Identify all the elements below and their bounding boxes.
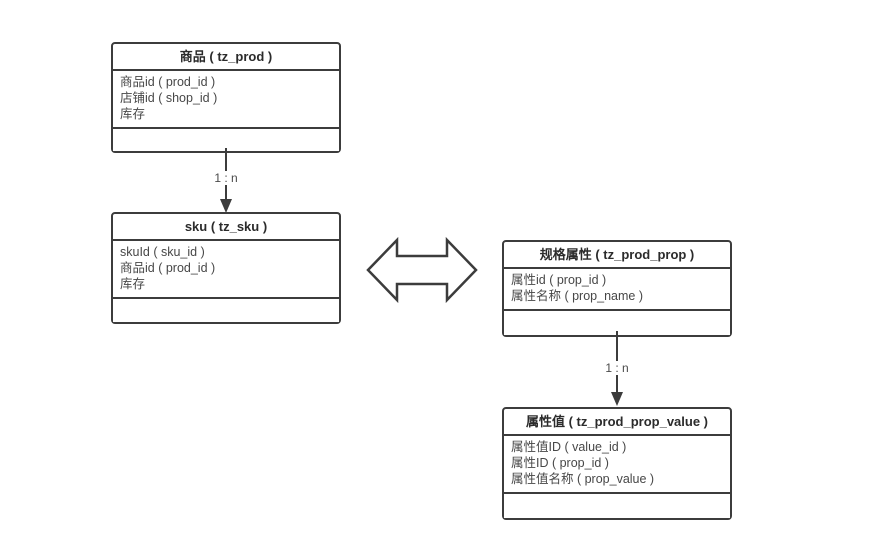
entity-sku-empty-section xyxy=(113,299,339,322)
entity-field: 属性id ( prop_id ) xyxy=(511,273,607,287)
entity-field: 店铺id ( shop_id ) xyxy=(120,91,218,105)
double-arrow-icon xyxy=(366,237,478,303)
entity-prop-value-fields: 属性值ID ( value_id ) 属性ID ( prop_id ) 属性值名… xyxy=(504,436,730,494)
arrowhead-down-icon xyxy=(611,392,623,406)
entity-field: 属性ID ( prop_id ) xyxy=(511,456,609,470)
entity-prop-value-empty-section xyxy=(504,494,730,518)
entity-prop-fields: 属性id ( prop_id ) 属性名称 ( prop_name ) xyxy=(504,269,730,311)
entity-field: skuId ( sku_id ) xyxy=(120,245,205,259)
entity-prop-value: 属性值 ( tz_prod_prop_value ) 属性值ID ( value… xyxy=(502,407,732,520)
entity-sku-title: sku ( tz_sku ) xyxy=(113,214,339,241)
entity-prop-title: 规格属性 ( tz_prod_prop ) xyxy=(504,242,730,269)
entity-prop-value-title: 属性值 ( tz_prod_prop_value ) xyxy=(504,409,730,436)
relation-label-prop-value: 1 : n xyxy=(602,361,632,375)
entity-prod: 商品 ( tz_prod ) 商品id ( prod_id ) 店铺id ( s… xyxy=(111,42,341,153)
entity-prop: 规格属性 ( tz_prod_prop ) 属性id ( prop_id ) 属… xyxy=(502,240,732,337)
arrowhead-down-icon xyxy=(220,199,232,213)
entity-sku: sku ( tz_sku ) skuId ( sku_id ) 商品id ( p… xyxy=(111,212,341,324)
entity-field: 属性值名称 ( prop_value ) xyxy=(511,472,655,486)
entity-field: 属性名称 ( prop_name ) xyxy=(511,289,643,303)
relation-label-prod-sku: 1 : n xyxy=(211,171,241,185)
entity-prod-empty-section xyxy=(113,129,339,151)
entity-prod-title: 商品 ( tz_prod ) xyxy=(113,44,339,71)
entity-prod-fields: 商品id ( prod_id ) 店铺id ( shop_id ) 库存 xyxy=(113,71,339,129)
entity-field: 商品id ( prod_id ) xyxy=(120,261,216,275)
entity-field: 属性值ID ( value_id ) xyxy=(511,440,627,454)
entity-field: 库存 xyxy=(120,107,146,121)
entity-field: 库存 xyxy=(120,277,146,291)
entity-sku-fields: skuId ( sku_id ) 商品id ( prod_id ) 库存 xyxy=(113,241,339,299)
entity-field: 商品id ( prod_id ) xyxy=(120,75,216,89)
